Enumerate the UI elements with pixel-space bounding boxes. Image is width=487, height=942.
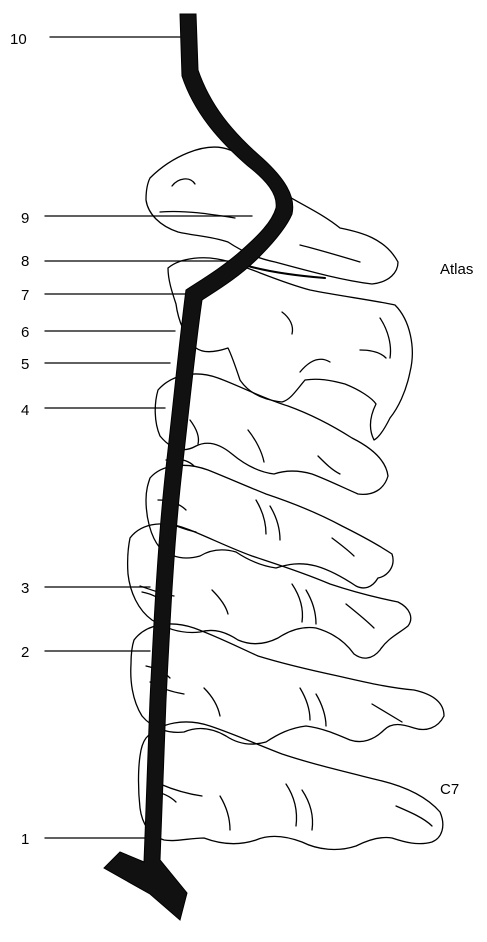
label-6: 6	[21, 325, 29, 340]
label-10: 10	[10, 32, 27, 47]
c6-vertebra	[131, 624, 444, 744]
c7-vertebra	[139, 722, 443, 849]
label-3: 3	[21, 581, 29, 596]
label-2: 2	[21, 645, 29, 660]
c4-vertebra	[146, 465, 393, 588]
label-c7: C7	[440, 782, 459, 797]
label-5: 5	[21, 357, 29, 372]
label-1: 1	[21, 832, 29, 847]
label-8: 8	[21, 254, 29, 269]
label-9: 9	[21, 211, 29, 226]
label-7: 7	[21, 288, 29, 303]
label-atlas: Atlas	[440, 262, 473, 277]
label-4: 4	[21, 403, 29, 418]
